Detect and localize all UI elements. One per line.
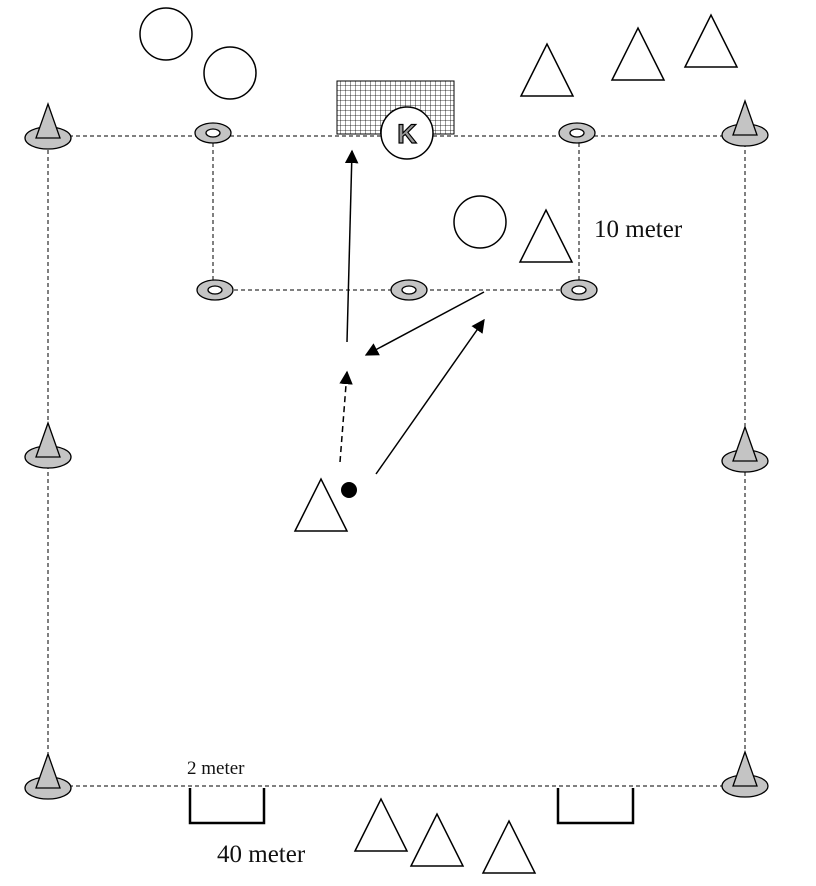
cone-icon [24, 102, 72, 150]
circle-player-icon [203, 46, 257, 100]
shot-arrow [344, 149, 359, 343]
triangle-player-icon [683, 13, 739, 68]
keeper-label: K [397, 119, 417, 149]
ball-icon [341, 482, 357, 498]
dribble-arrow [339, 370, 353, 463]
cone-icon [721, 99, 769, 147]
disc-marker-icon [560, 279, 598, 301]
triangle-player-icon [409, 812, 465, 867]
cone-icon [24, 421, 72, 469]
small-goal-left [188, 788, 266, 825]
triangle-player-icon [519, 42, 575, 97]
disc-marker-icon [194, 122, 232, 144]
disc-marker-icon [390, 279, 428, 301]
circle-player-icon [453, 195, 507, 249]
disc-marker-icon [558, 122, 596, 144]
circle-player-icon [139, 7, 193, 61]
small-goal-right [556, 788, 635, 825]
inner-zone-boundary [212, 136, 580, 291]
cone-icon [721, 750, 769, 798]
two-meter-label: 2 meter [187, 758, 245, 779]
keeper-icon: K [380, 106, 434, 160]
triangle-player-icon [518, 208, 574, 263]
triangle-player-icon [353, 797, 409, 852]
triangle-player-icon [481, 819, 537, 874]
ten-meter-label: 10 meter [594, 216, 683, 243]
run-arrow [375, 318, 485, 475]
triangle-player-icon [293, 477, 349, 532]
triangle-player-icon [610, 26, 666, 81]
cone-icon [24, 752, 72, 800]
disc-marker-icon [196, 279, 234, 301]
cone-icon [721, 425, 769, 473]
pass-arrow [364, 291, 485, 356]
forty-meter-label: 40 meter [217, 841, 306, 868]
